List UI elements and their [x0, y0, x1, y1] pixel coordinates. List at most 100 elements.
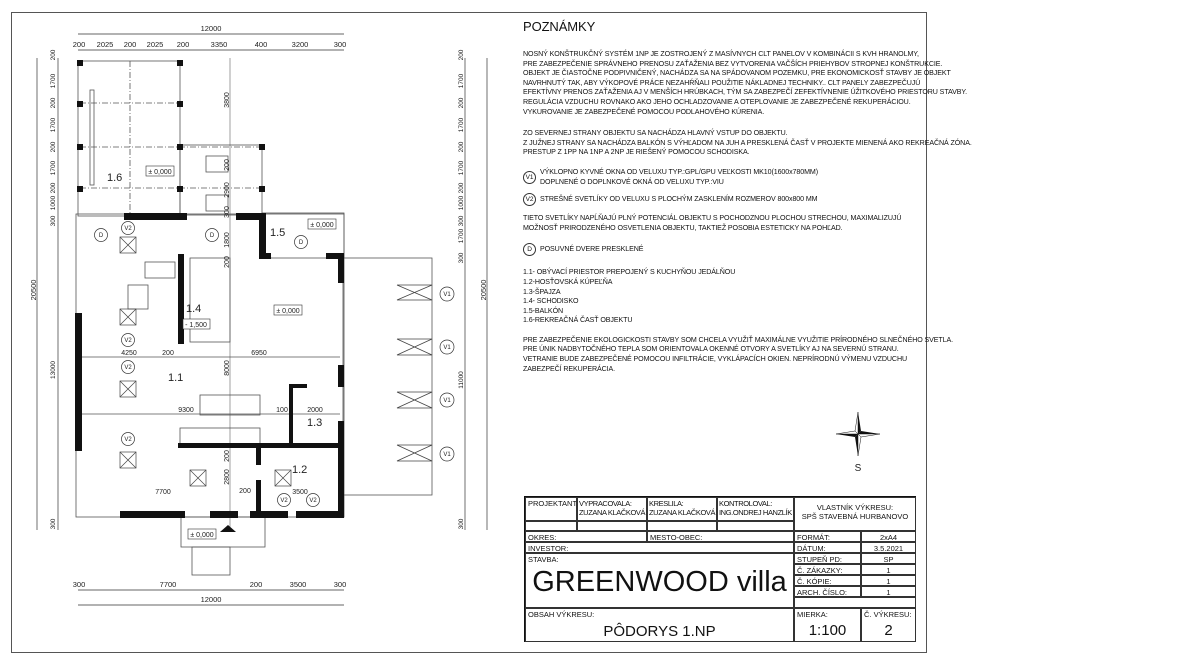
blank-cell	[647, 521, 717, 531]
recreation-pergola	[77, 60, 263, 217]
label: Č. VÝKRESU:	[864, 610, 912, 619]
field-label-cell: Č. KÓPIE:	[794, 575, 861, 586]
v1-tag: V1	[443, 292, 451, 298]
field-value-cell: SP	[861, 553, 916, 564]
room-1-4: 1.4	[186, 303, 201, 315]
dim: 200	[224, 450, 231, 462]
note-line: 1.3-ŠPAJZA	[523, 287, 561, 296]
dim-label: 200	[458, 49, 465, 60]
dim-label: 2025	[97, 40, 114, 49]
label: MESTO-OBEC:	[650, 533, 703, 542]
blank-cell	[525, 521, 577, 531]
vlastnik-cell: VLASTNÍK VÝKRESU:SPŠ STAVEBNÁ HURBANOVO	[794, 497, 916, 531]
dim-label: 1000	[50, 195, 57, 210]
level-mark: ± 0,000	[148, 169, 171, 176]
notes-title: POZNÁMKY	[523, 19, 596, 34]
note-line: PRE ZABEZPEČENIE EKOLOGICKOSTI STAVBY SO…	[523, 335, 954, 344]
dim: 2800	[224, 469, 231, 485]
notes-para-skylights: TIETO SVETLÍKY NAPĹŇAJÚ PLNÝ POTENCIÁL O…	[523, 214, 923, 233]
label: KONTROLOVAL:	[719, 499, 772, 508]
dim-label: 200	[50, 49, 57, 60]
main-body-outline	[75, 212, 433, 576]
right-total-dim: 20500	[479, 280, 488, 301]
walls	[75, 213, 344, 532]
dim: 300	[224, 206, 231, 218]
dim-label: 400	[255, 40, 268, 49]
legend-text: STREŠNÉ SVETLÍKY OD VELUXU S PLOCHÝM ZAS…	[540, 194, 818, 203]
dim-label: 1700	[458, 117, 465, 132]
dim-label: 1700	[50, 73, 57, 88]
field-label: STUPEŇ PD:	[797, 555, 843, 564]
d-tag: D	[99, 233, 104, 239]
dim-label: 11000	[458, 371, 465, 389]
obsah-cell: OBSAH VÝKRESU: PÔDORYS 1.NP	[525, 608, 794, 642]
field-value-cell: 1	[861, 564, 916, 575]
project-name: GREENWOOD villa	[532, 566, 787, 598]
field-label: Č. KÓPIE:	[797, 577, 832, 586]
label: VYPRACOVALA:	[579, 499, 632, 508]
v1-tag: V1	[443, 452, 451, 458]
level-marks: ± 0,000 ± 0,000 ± 0,000 - 1,500 ± 0,000	[145, 165, 337, 540]
v1-tag: V1	[443, 398, 451, 404]
dim-label: 300	[458, 252, 465, 263]
dim-label: 300	[458, 215, 465, 226]
blank-cell	[794, 597, 916, 608]
note-line: Z JUŽNEJ STRANY SA NACHÁDZA BALKÓN S VÝH…	[523, 138, 972, 147]
v2-tag: V2	[280, 498, 288, 504]
dim: 3500	[292, 489, 308, 496]
field-value-cell: 2xA4	[861, 531, 916, 542]
kreslila-cell: KRESLILA:ZUZANA KLAČKOVÁ	[647, 497, 717, 521]
dim-label: 3350	[211, 40, 228, 49]
d-tag: D	[210, 233, 215, 239]
compass-label: S	[855, 463, 862, 474]
v1-tag: V1	[443, 345, 451, 351]
dim-label: 1700	[458, 160, 465, 175]
field-label: DÁTUM:	[797, 544, 826, 553]
dim-label: 200	[458, 141, 465, 152]
mesto-cell: MESTO-OBEC:	[647, 531, 794, 542]
value: SPŠ STAVEBNÁ HURBANOVO	[801, 512, 909, 521]
bottom-total-dim: 12000	[201, 595, 222, 604]
dim-label: 3500	[290, 580, 307, 589]
scale-value: 1:100	[808, 622, 847, 639]
drawing-frame	[11, 12, 927, 653]
label: OBSAH VÝKRESU:	[528, 610, 595, 619]
dim: 6950	[251, 350, 267, 357]
v2-symbol: V2	[523, 193, 536, 207]
notes-para-structure: NOSNÝ KONŠTRUKČNÝ SYSTÉM 1NP JE ZOSTROJE…	[523, 50, 967, 117]
value: ING.ONDREJ HANZLÍK	[719, 508, 792, 517]
dim: 9300	[178, 407, 194, 414]
dim-label: 300	[73, 580, 86, 589]
note-line: 1.1- OBÝVACÍ PRIESTOR PREPOJENÝ S KUCHYŇ…	[523, 268, 736, 277]
legend-d: D POSUVNÉ DVERE PRESKLENÉ	[523, 243, 923, 257]
dim-label: 300	[334, 40, 347, 49]
field-label-cell: Č. ZÁKAZKY:	[794, 564, 861, 575]
room-numbers: 1.6 1.5 1.4 1.1 1.3 1.2	[107, 172, 322, 476]
d-tag: D	[299, 240, 304, 246]
notes-para-ecology: PRE ZABEZPEČENIE EKOLOGICKOSTI STAVBY SO…	[523, 335, 954, 374]
investor-cell: INVESTOR:	[525, 542, 794, 553]
label: INVESTOR:	[528, 544, 569, 553]
title-block: PROJEKTANT: VYPRACOVALA:ZUZANA KLAČKOVÁ …	[524, 496, 916, 642]
notes: NOSNÝ KONŠTRUKČNÝ SYSTÉM 1NP JE ZOSTROJE…	[523, 50, 972, 384]
dim: 200	[224, 256, 231, 268]
v2-tag: V2	[124, 338, 132, 344]
legend-v1: V1 VÝKLOPNO KYVNÉ OKNA OD VELUXU TYP.:GP…	[523, 168, 923, 187]
v2-tag: V2	[124, 437, 132, 443]
dim-label: 1700	[50, 160, 57, 175]
field-value: 1	[886, 566, 891, 575]
v1-tags: V1 V1 V1 V1	[439, 286, 455, 462]
value: ZUZANA KLAČKOVÁ	[579, 508, 646, 517]
note-line: EFEKTÍVNY PRENOS ZAŤAŽENIA AJ V MENŠÍCH …	[523, 88, 967, 97]
note-line: 1.5-BALKÓN	[523, 306, 564, 315]
dim-label: 200	[458, 97, 465, 108]
room-1-6: 1.6	[107, 172, 122, 184]
dim: 2900	[224, 182, 231, 198]
note-line: ZABEZPEČÍ REKUPERÁCIA.	[523, 364, 616, 373]
dim-label: 200	[50, 141, 57, 152]
v2-tag: V2	[124, 365, 132, 371]
dim-label: 300	[50, 518, 57, 529]
room-1-2: 1.2	[292, 464, 307, 476]
